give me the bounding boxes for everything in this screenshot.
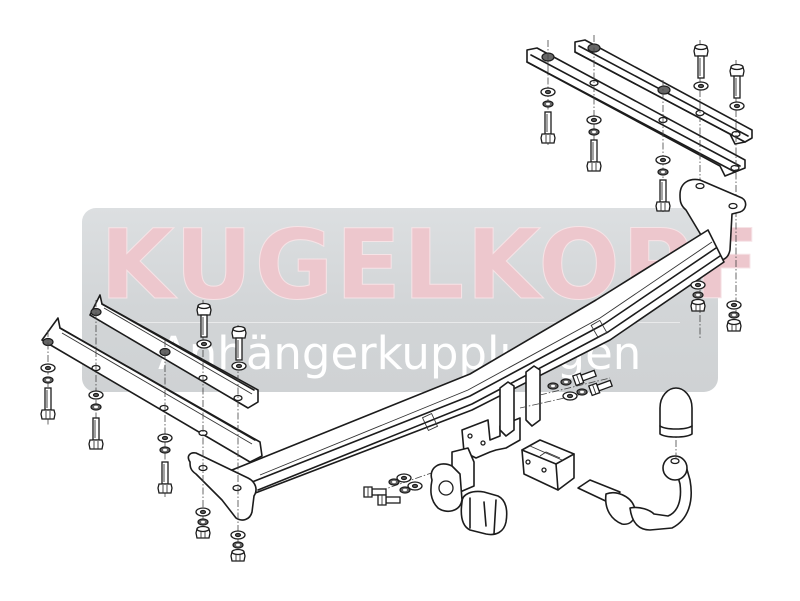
bracket-side-hardware [547,367,614,401]
socket-plate-hardware [363,473,423,506]
right-mounting-rail-front [574,39,753,145]
left-mounting-rail-front [89,294,259,409]
right-bracket-hardware [690,280,742,332]
right-end-bracket [679,178,747,261]
right-mounting-rail-rear [526,47,746,177]
watermark-divider [100,322,680,323]
socket-cover [460,490,508,536]
socket-plate [430,447,475,513]
ball-cap [659,387,693,438]
left-end-bracket [187,452,257,521]
main-crossbar [231,229,725,496]
lock-block [521,439,575,491]
center-receiver-bracket [461,365,541,459]
left-mounting-rail-rear [41,317,263,463]
ball-neck [577,455,692,531]
